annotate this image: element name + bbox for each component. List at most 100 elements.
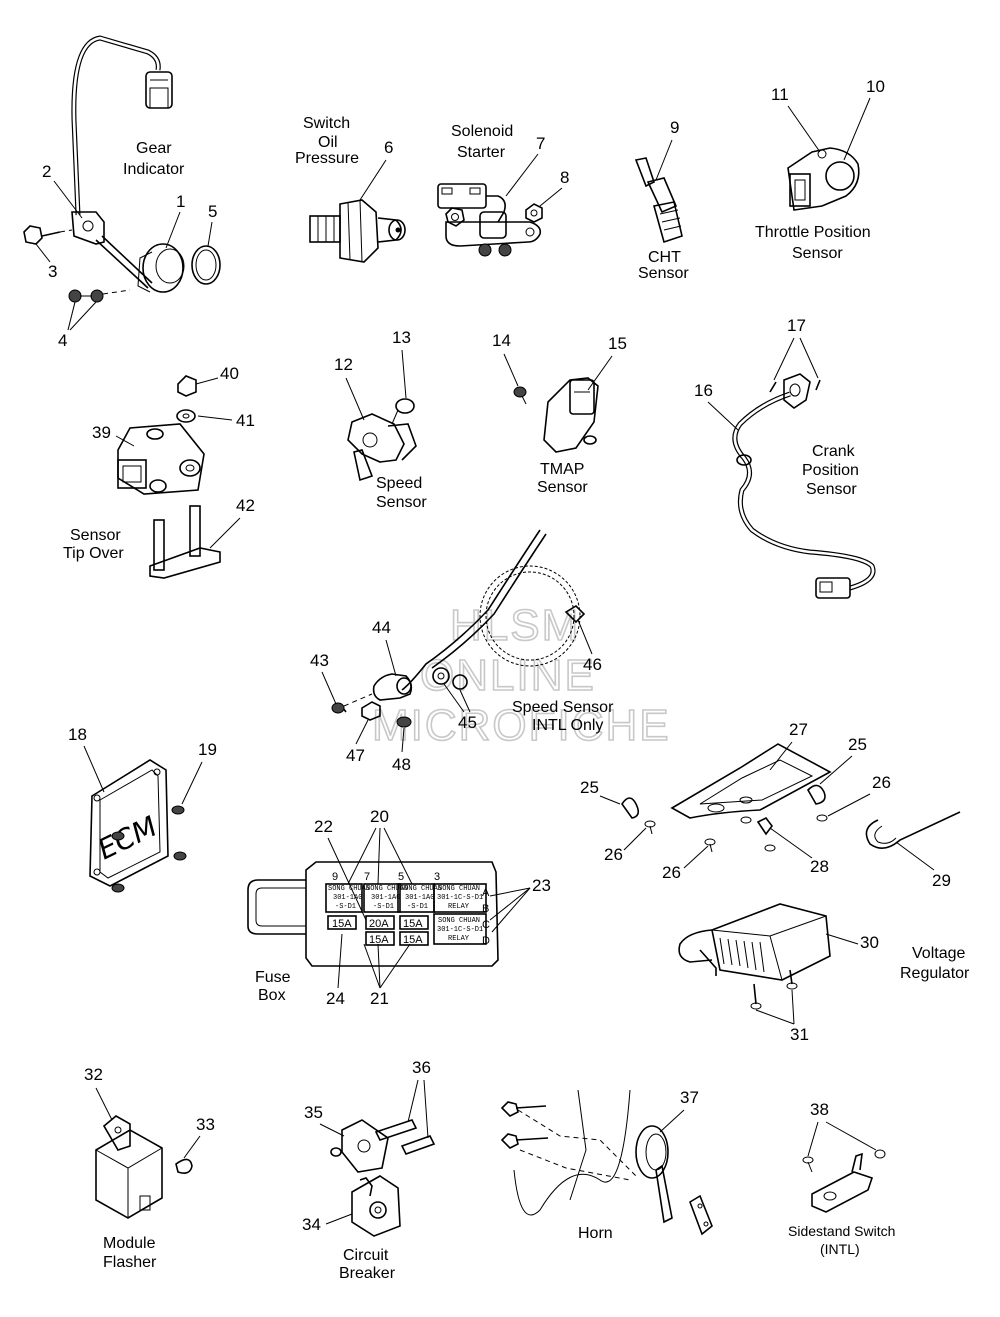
relay-1-line-1: SONG CHUAN xyxy=(328,885,370,893)
fuse-col-7: 7 xyxy=(364,871,370,883)
relay-3-line-2: 301-1A0 xyxy=(405,894,434,902)
crank-label-2: Position xyxy=(802,462,859,479)
oil-label-3: Pressure xyxy=(295,150,359,167)
callout-38: 38 xyxy=(810,1100,829,1119)
relay-3-line-1: SONG CHUAN xyxy=(400,885,442,893)
horn-label: Horn xyxy=(578,1225,613,1242)
module-flasher: 32 33 Module Flasher xyxy=(84,1065,215,1271)
cht-label-2: Sensor xyxy=(638,265,689,282)
callout-21: 21 xyxy=(370,989,389,1008)
callout-17: 17 xyxy=(787,316,806,335)
callout-20: 20 xyxy=(370,807,389,826)
voltage-regulator: 30 31 Voltage Regulator xyxy=(678,903,970,1044)
fuse-col-5: 5 xyxy=(398,871,404,883)
speed-label-2: Sensor xyxy=(376,494,427,511)
bracket-and-clips: 27 25 25 26 26 26 28 29 xyxy=(580,720,961,890)
horn: 37 Horn xyxy=(500,1088,713,1242)
callout-28: 28 xyxy=(810,857,829,876)
fuse-row-d: D xyxy=(482,935,490,947)
solenoid-label-1: Solenoid xyxy=(451,123,513,140)
crank-label-3: Sensor xyxy=(806,481,857,498)
screw-4 xyxy=(68,289,131,303)
relay-5-line-2: 301-1C-S-D1 xyxy=(437,926,483,934)
callout-31: 31 xyxy=(790,1025,809,1044)
callout-3: 3 xyxy=(48,262,57,281)
fuse-4: 15A xyxy=(369,934,389,946)
breaker-label-1: Circuit xyxy=(343,1247,389,1264)
fuse-row-c: C xyxy=(482,919,490,931)
relay-4-line-1: SONG CHUAN xyxy=(438,885,480,893)
tps-label-2: Sensor xyxy=(792,245,843,262)
flasher-label-2: Flasher xyxy=(103,1254,157,1271)
fuse-row-b: B xyxy=(482,903,489,915)
fuse-3: 15A xyxy=(403,918,423,930)
sidestand-label-2: (INTL) xyxy=(820,1241,860,1257)
speed-label-1: Speed xyxy=(376,475,422,492)
callout-34: 34 xyxy=(302,1215,321,1234)
speed-sensor-intl: 43 44 45 46 47 48 Speed Sensor INTL Only xyxy=(310,529,614,774)
speed-sensor: 12 13 Speed Sensor xyxy=(334,328,427,511)
cht-sensor: CHT Sensor 9 xyxy=(634,118,689,282)
relay-4-line-3: RELAY xyxy=(448,903,470,911)
tipover-label-1: Sensor xyxy=(70,527,121,544)
regulator-label-2: Regulator xyxy=(900,965,970,982)
callout-11: 11 xyxy=(771,85,789,104)
callout-26c: 26 xyxy=(872,773,891,792)
flasher-label-1: Module xyxy=(103,1235,156,1252)
relay-1-line-3: -S-D1 xyxy=(335,903,356,911)
crank-position-sensor: 17 16 Crank Position Sensor xyxy=(694,316,876,599)
relay-5-line-3: RELAY xyxy=(448,935,470,943)
callout-25a: 25 xyxy=(580,778,599,797)
callout-44: 44 xyxy=(372,618,391,637)
callout-41: 41 xyxy=(236,411,255,430)
callout-29: 29 xyxy=(932,871,951,890)
callout-40: 40 xyxy=(220,364,239,383)
throttle-position-sensor: Throttle Position Sensor 11 10 xyxy=(755,77,885,262)
callout-4: 4 xyxy=(58,331,67,350)
callout-42: 42 xyxy=(236,496,255,515)
speed-intl-label-2: INTL Only xyxy=(532,717,603,734)
fuse-box: SONG CHUAN 301-1A0 -S-D1 SONG CHUAN 301-… xyxy=(247,807,551,1008)
solenoid-starter: Solenoid Starter 7 8 xyxy=(437,123,569,257)
callout-26a: 26 xyxy=(604,845,623,864)
fuse-box-label-2: Box xyxy=(258,987,286,1004)
fuse-col-9: 9 xyxy=(332,871,338,883)
cht-label-1: CHT xyxy=(648,249,681,266)
tmap-label-1: TMAP xyxy=(540,461,584,478)
relay-2-line-1: SONG CHUAN xyxy=(366,885,408,893)
callout-23: 23 xyxy=(532,876,551,895)
oil-label-1: Switch xyxy=(303,115,350,132)
callout-48: 48 xyxy=(392,755,411,774)
bolt-3 xyxy=(23,225,61,245)
solenoid-label-2: Starter xyxy=(457,144,506,161)
relay-2-line-2: 301-1A0 xyxy=(371,894,400,902)
callout-15: 15 xyxy=(608,334,627,353)
sidestand-label-1: Sidestand Switch xyxy=(788,1223,895,1239)
watermark-line-1: HLSM xyxy=(450,601,580,650)
ecm: ECM 18 19 xyxy=(68,725,217,893)
relay-4-line-2: 301-1C-S-D1 xyxy=(437,894,483,902)
fuse-5: 15A xyxy=(403,934,423,946)
callout-1: 1 xyxy=(176,192,185,211)
callout-35: 35 xyxy=(304,1103,323,1122)
o-ring xyxy=(191,245,221,285)
fuse-col-3: 3 xyxy=(434,871,440,883)
fuse-2: 20A xyxy=(369,918,389,930)
callout-45: 45 xyxy=(458,713,477,732)
callout-47: 47 xyxy=(346,746,365,765)
oil-pressure-switch: Switch Oil Pressure 6 xyxy=(295,115,406,263)
callout-46: 46 xyxy=(583,655,602,674)
callout-16: 16 xyxy=(694,381,713,400)
callout-39: 39 xyxy=(92,423,111,442)
regulator-label-1: Voltage xyxy=(912,945,965,962)
callout-25b: 25 xyxy=(848,735,867,754)
fuse-row-a: A xyxy=(482,887,490,899)
relay-5-line-1: SONG CHUAN xyxy=(438,917,480,925)
watermark: HLSM ONLINE MICROFICHE xyxy=(371,600,669,751)
gear-indicator-switch xyxy=(142,243,184,293)
callout-13: 13 xyxy=(392,328,411,347)
tip-over-sensor: 39 40 41 42 Sensor Tip Over xyxy=(63,364,255,579)
callout-19: 19 xyxy=(198,740,217,759)
